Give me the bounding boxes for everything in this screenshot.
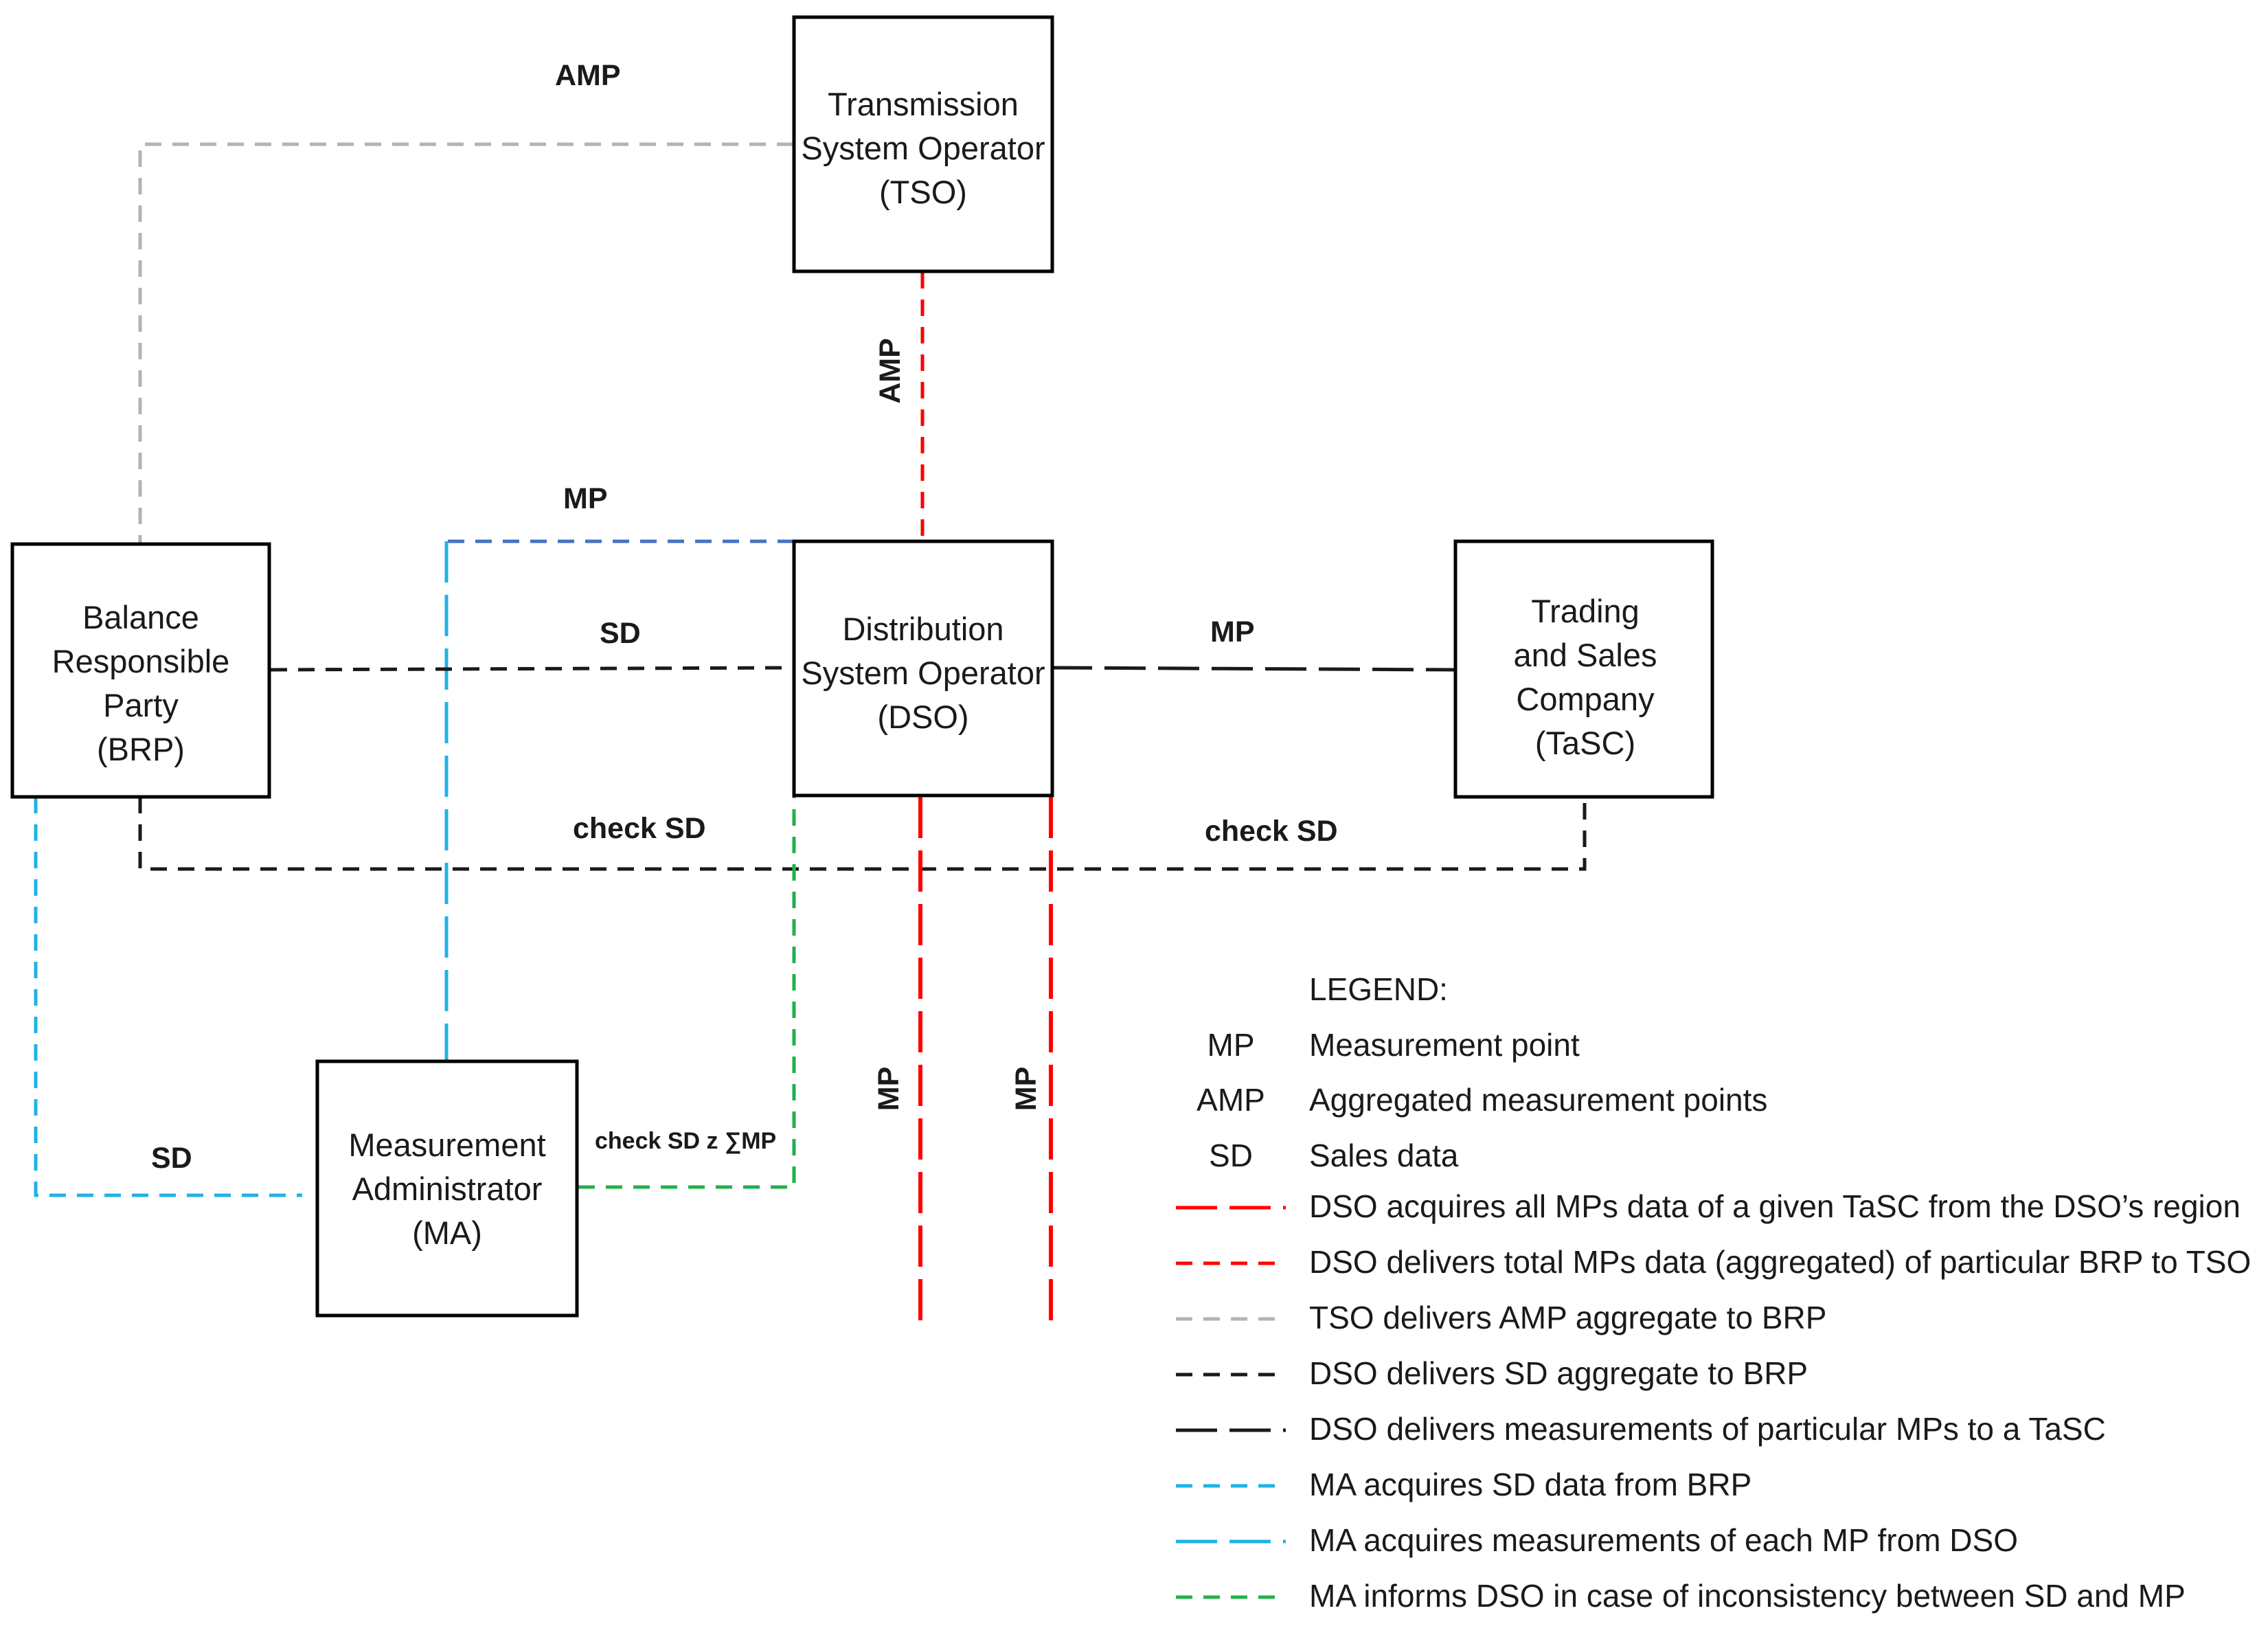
legend-abbr-sd-text: Sales data <box>1309 1138 1459 1173</box>
legend-abbr-amp: AMP <box>1197 1082 1265 1118</box>
node-tasc: Trading and Sales Company (TaSC) <box>1453 539 1714 799</box>
ma-label-line-1: Measurement <box>348 1127 545 1163</box>
legend-line-text-2: DSO delivers total MPs data (aggregated)… <box>1309 1244 2251 1280</box>
legend-line-text-7: MA acquires measurements of each MP from… <box>1309 1522 2018 1558</box>
connector-dso-tasc-mp <box>1050 666 1455 672</box>
legend: LEGEND: MP Measurement point AMP Aggrega… <box>1176 971 2251 1614</box>
tasc-label-line-1: Trading <box>1531 593 1640 629</box>
legend-line-text-6: MA acquires SD data from BRP <box>1309 1467 1751 1502</box>
edge-label-amp-vertical: AMP <box>874 338 907 404</box>
legend-abbr-sd: SD <box>1209 1138 1253 1173</box>
dso-label-line-2: System Operator <box>801 655 1045 691</box>
edge-label-sd-ma: SD <box>151 1142 192 1175</box>
ma-label-line-3: (MA) <box>412 1215 482 1251</box>
edge-label-mp-dso-tasc: MP <box>1210 616 1255 648</box>
ma-label-line-2: Administrator <box>352 1171 543 1207</box>
node-tso: Transmission System Operator (TSO) <box>792 15 1054 273</box>
connector-dso-brp-sd <box>270 666 795 672</box>
legend-line-entries: DSO acquires all MPs data of a given TaS… <box>1176 1188 2251 1614</box>
brp-label-line-4: (BRP) <box>97 731 185 767</box>
tasc-label-line-3: Company <box>1516 681 1655 717</box>
tso-label-line-2: System Operator <box>801 130 1045 166</box>
edge-label-sd-brp-dso: SD <box>600 617 641 650</box>
tasc-label-line-4: (TaSC) <box>1535 725 1635 761</box>
connector-brp-ma <box>34 797 302 1197</box>
tasc-label-line-2: and Sales <box>1513 637 1657 673</box>
edge-label-check-sd-left: check SD <box>573 812 706 845</box>
edge-label-mp-red-2: MP <box>1010 1067 1043 1111</box>
connections <box>34 142 1587 1327</box>
node-ma: Measurement Administrator (MA) <box>315 1059 579 1318</box>
legend-line-text-4: DSO delivers SD aggregate to BRP <box>1309 1355 1808 1391</box>
brp-label-line-2: Responsible <box>52 643 230 679</box>
edge-label-amp-top: AMP <box>555 59 621 92</box>
node-brp: Balance Responsible Party (BRP) <box>10 542 271 799</box>
edge-label-check-sd-sum-mp: check SD z ∑MP <box>595 1128 776 1154</box>
connector-check-sd <box>138 797 1587 871</box>
legend-line-text-3: TSO delivers AMP aggregate to BRP <box>1309 1300 1826 1335</box>
tso-label-line-3: (TSO) <box>879 174 967 210</box>
edge-label-mp-top: MP <box>563 482 608 515</box>
legend-title: LEGEND: <box>1309 971 1448 1007</box>
edge-labels: AMP AMP MP SD MP check SD check SD SD ch… <box>151 59 1338 1175</box>
legend-line-text-8: MA informs DSO in case of inconsistency … <box>1309 1578 2186 1614</box>
legend-line-text-5: DSO delivers measurements of particular … <box>1309 1411 2106 1447</box>
legend-abbr-mp-text: Measurement point <box>1309 1027 1580 1063</box>
edge-label-check-sd-right: check SD <box>1205 815 1338 848</box>
legend-abbr-amp-text: Aggregated measurement points <box>1309 1082 1767 1118</box>
legend-abbr-mp: MP <box>1207 1027 1255 1063</box>
brp-label-line-3: Party <box>103 687 179 723</box>
legend-line-text-1: DSO acquires all MPs data of a given TaS… <box>1309 1188 2241 1224</box>
dso-label-line-3: (DSO) <box>877 699 968 735</box>
node-dso: Distribution System Operator (DSO) <box>792 539 1054 798</box>
connector-tso-brp <box>138 142 793 543</box>
connector-ma-dso-check <box>578 797 796 1189</box>
brp-label-line-1: Balance <box>82 599 199 635</box>
dso-label-line-1: Distribution <box>842 611 1003 647</box>
edge-label-mp-red-1: MP <box>872 1067 905 1111</box>
tso-label-line-1: Transmission <box>828 86 1019 122</box>
